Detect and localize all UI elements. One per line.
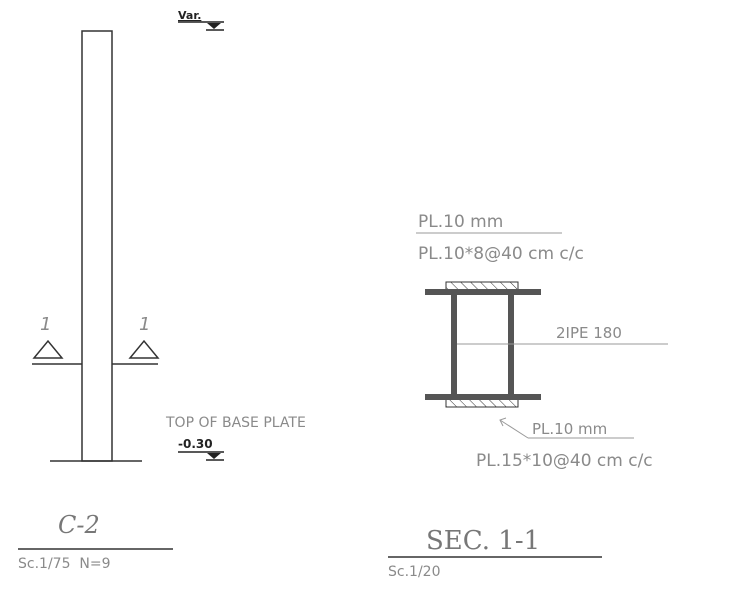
left-web	[451, 295, 457, 394]
column-outline	[81, 30, 113, 462]
base-level-value: -0.30	[178, 437, 213, 451]
base-level-symbol	[207, 453, 221, 459]
section-mark-right-label: 1	[139, 314, 150, 335]
plate-bottom-label-1: PL.10 mm	[532, 420, 607, 438]
section-mark-left-label: 1	[40, 314, 51, 335]
section-arrow-left	[32, 339, 64, 359]
profile-label: 2IPE 180	[556, 324, 622, 342]
top-level-label: Var.	[178, 9, 201, 22]
section-scale: Sc.1/20	[388, 564, 440, 580]
column-elevation: 1 1 Var. TOP OF BASE PLATE -0.30 C-2 Sc.…	[18, 9, 306, 572]
plate-bottom-leader-arrow	[499, 417, 507, 427]
section-arrow-right	[128, 339, 160, 359]
top-flange	[425, 289, 541, 295]
plate-bottom-leader-diag	[499, 419, 529, 439]
top-plate-hatch	[445, 281, 519, 291]
plate-bottom-label-2: PL.15*10@40 cm c/c	[476, 451, 653, 471]
bottom-plate-hatch	[445, 398, 519, 408]
column-scale: Sc.1/75 N=9	[18, 556, 110, 572]
top-of-base-plate-label: TOP OF BASE PLATE	[165, 415, 306, 431]
plate-top-label-1: PL.10 mm	[418, 212, 503, 232]
section-title: SEC. 1-1	[426, 526, 540, 556]
top-level-symbol	[207, 23, 221, 29]
bottom-flange	[425, 394, 541, 400]
plate-top-label-2: PL.10*8@40 cm c/c	[418, 244, 584, 264]
section-1-1: PL.10 mm PL.10*8@40 cm c/c 2IPE 180 PL.1…	[388, 212, 668, 580]
column-title: C-2	[58, 511, 100, 539]
